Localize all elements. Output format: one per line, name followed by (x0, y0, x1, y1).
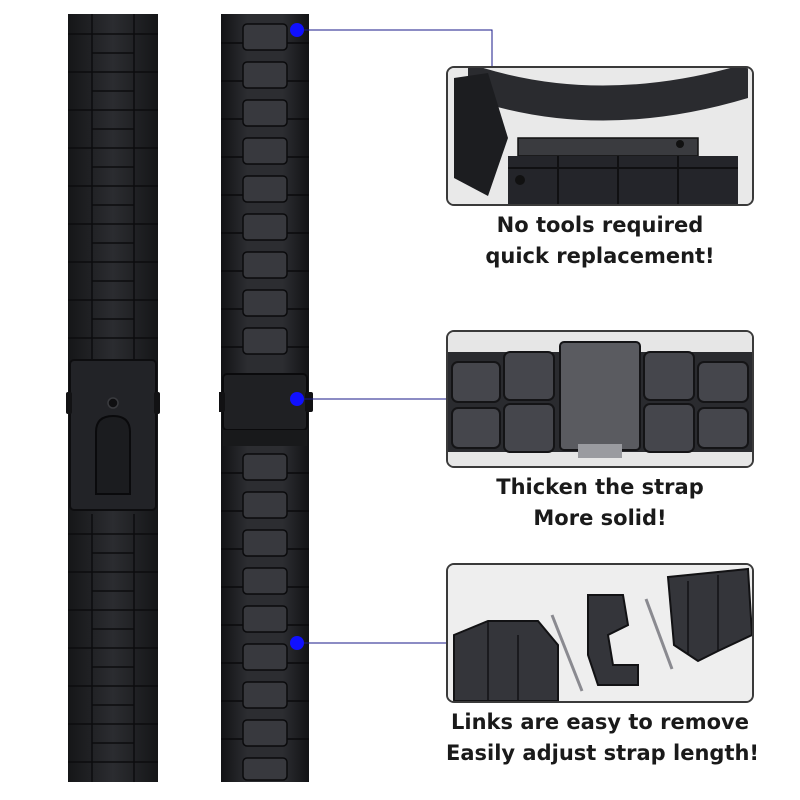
caption-removable-links: Links are easy to remove Easily adjust s… (446, 707, 760, 769)
removable-links-photo (448, 565, 752, 701)
strap-back-links (68, 14, 158, 782)
thick-strap-photo (448, 332, 752, 466)
blue-dot-icon (290, 23, 304, 37)
caption-quick-release-line2: quick replacement! (485, 244, 715, 268)
blue-dot-icon (290, 392, 304, 406)
detail-panel-thick-strap (446, 330, 754, 468)
quick-release-photo (448, 68, 752, 204)
leader-line-1 (297, 29, 493, 67)
detail-panel-removable-links (446, 563, 754, 703)
caption-thick-strap: Thicken the strap More solid! (446, 472, 754, 534)
detail-panel-quick-release (446, 66, 754, 206)
caption-removable-links-line2: Easily adjust strap length! (446, 741, 760, 765)
caption-thick-strap-line1: Thicken the strap (496, 475, 704, 499)
deployment-clasp (66, 359, 160, 511)
front-clasp (219, 373, 313, 446)
caption-quick-release: No tools required quick replacement! (446, 210, 754, 272)
strap-front-view (219, 14, 313, 782)
caption-removable-links-line1: Links are easy to remove (451, 710, 749, 734)
strap-front-links (242, 23, 288, 781)
strap-back-view (66, 14, 160, 782)
caption-quick-release-line1: No tools required (496, 213, 704, 237)
blue-dot-icon (290, 636, 304, 650)
caption-thick-strap-line2: More solid! (533, 506, 667, 530)
